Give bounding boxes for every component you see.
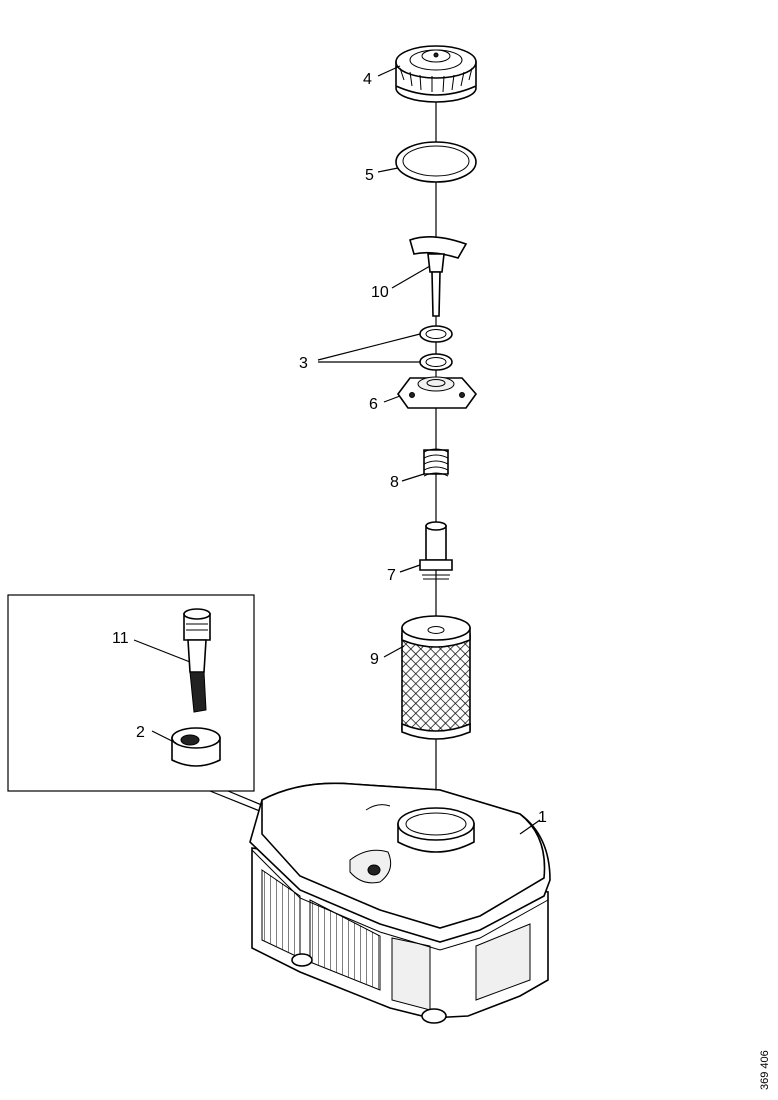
drawing-reference: 369 406 [759,1050,771,1090]
leader-lines [133,65,541,835]
callout-6: 6 [369,396,378,413]
part-5-seal-ring [395,141,477,183]
part-6-valve-body [397,376,478,409]
part-4-cap [395,45,477,103]
callout-11: 11 [112,630,129,647]
callout-10: 10 [371,284,389,301]
callout-9: 9 [370,651,379,668]
callout-7: 7 [387,567,396,584]
part-7-valve-stem [419,521,453,580]
part-1-reservoir [249,782,551,1024]
part-10-insert [409,236,468,317]
part-9-filter [401,615,471,740]
callout-4: 4 [363,71,372,88]
callout-5: 5 [365,167,374,184]
callout-2: 2 [136,724,145,741]
part-11-fitting [183,608,211,713]
callout-8: 8 [390,474,399,491]
callout-1: 1 [538,809,547,826]
part-8-spring [423,448,449,477]
part-2-grommet [171,727,221,767]
callout-3: 3 [299,355,308,372]
